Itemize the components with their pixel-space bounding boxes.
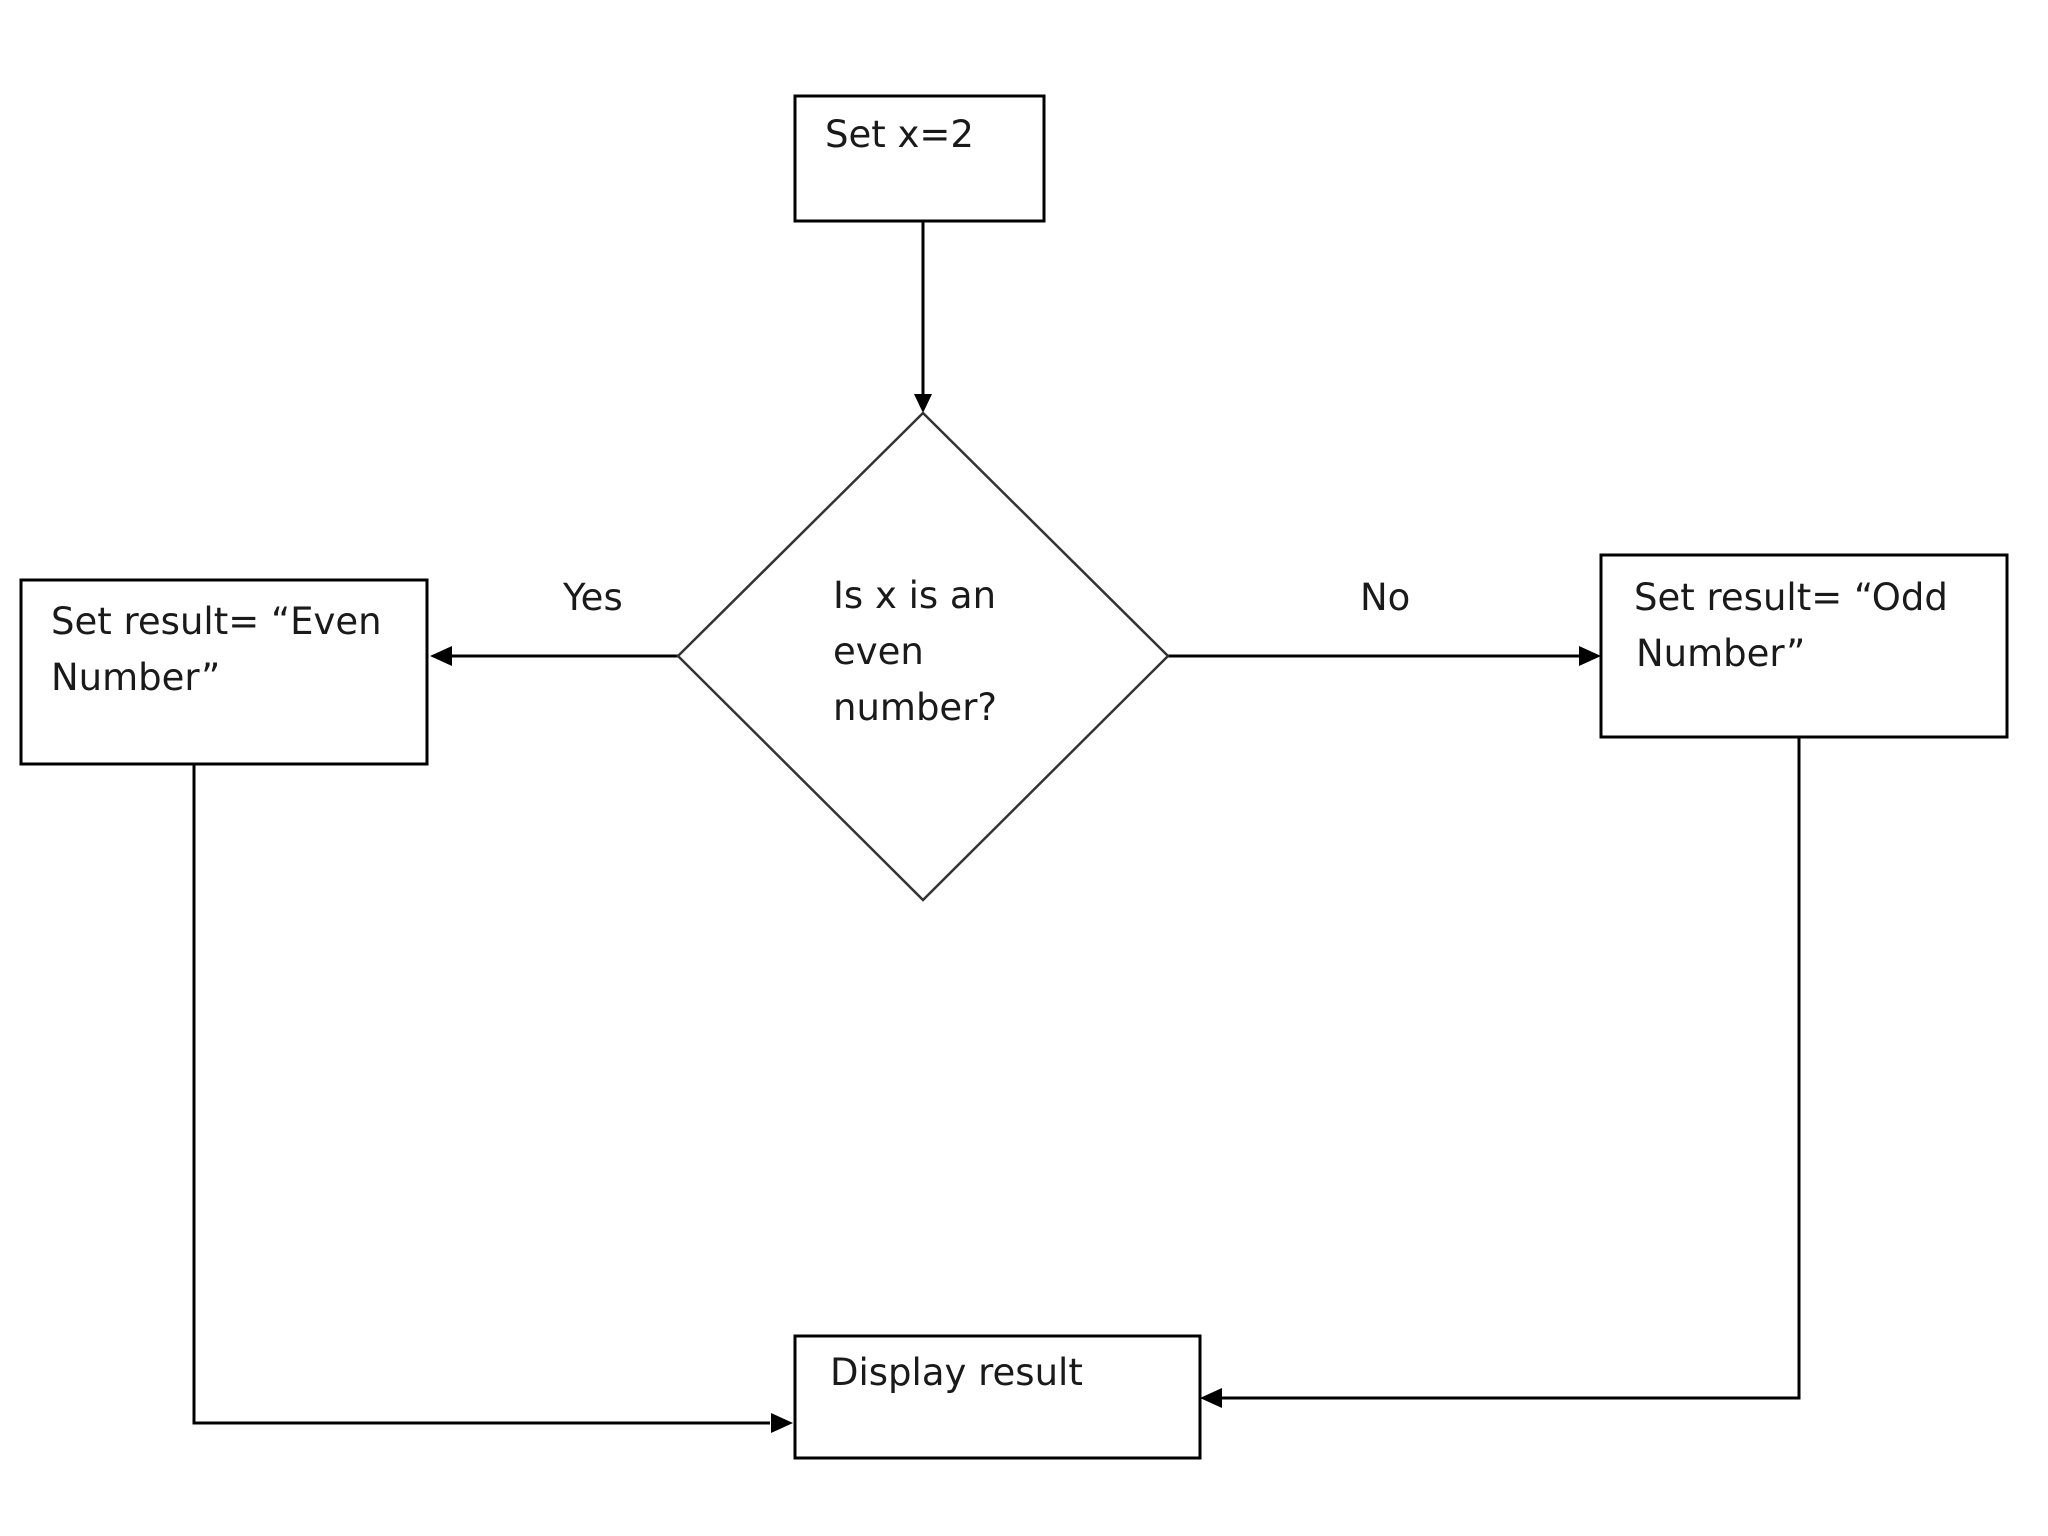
odd-result-label-line-1: Set result= “Odd: [1634, 576, 1948, 619]
even-result-label-line-2: Number”: [51, 656, 220, 699]
arrowhead-display-left: [771, 1413, 793, 1433]
start-box: [793, 94, 1046, 223]
decision-label-line-1: Is x is an: [833, 574, 996, 617]
yes-edge-label: Yes: [562, 576, 623, 619]
display-node: Display result: [793, 1334, 1202, 1460]
display-label: Display result: [830, 1351, 1083, 1394]
even-result-node: Set result= “Even Number”: [19, 578, 429, 766]
no-edge-label: No: [1360, 576, 1410, 619]
odd-result-node: Set result= “Odd Number”: [1599, 553, 2009, 739]
decision-label-line-2: even: [833, 630, 924, 673]
odd-result-box: [1599, 553, 2009, 739]
even-result-box: [19, 578, 429, 766]
start-label: Set x=2: [825, 113, 974, 156]
display-box: [793, 1334, 1202, 1460]
decision-label-line-3: number?: [833, 686, 997, 729]
start-node: Set x=2: [793, 94, 1046, 223]
arrowhead-even-box: [430, 646, 452, 666]
connector-even-to-display: [192, 764, 770, 1425]
connector-odd-to-display: [1222, 737, 1801, 1400]
odd-result-label-line-2: Number”: [1636, 632, 1805, 675]
even-result-label-line-1: Set result= “Even: [51, 600, 382, 643]
arrowhead-decision-top: [914, 394, 932, 413]
decision-diamond: [676, 411, 1170, 902]
decision-node: Is x is an even number?: [676, 411, 1170, 902]
arrowhead-display-right: [1200, 1388, 1222, 1408]
arrowhead-odd-box: [1579, 646, 1601, 666]
